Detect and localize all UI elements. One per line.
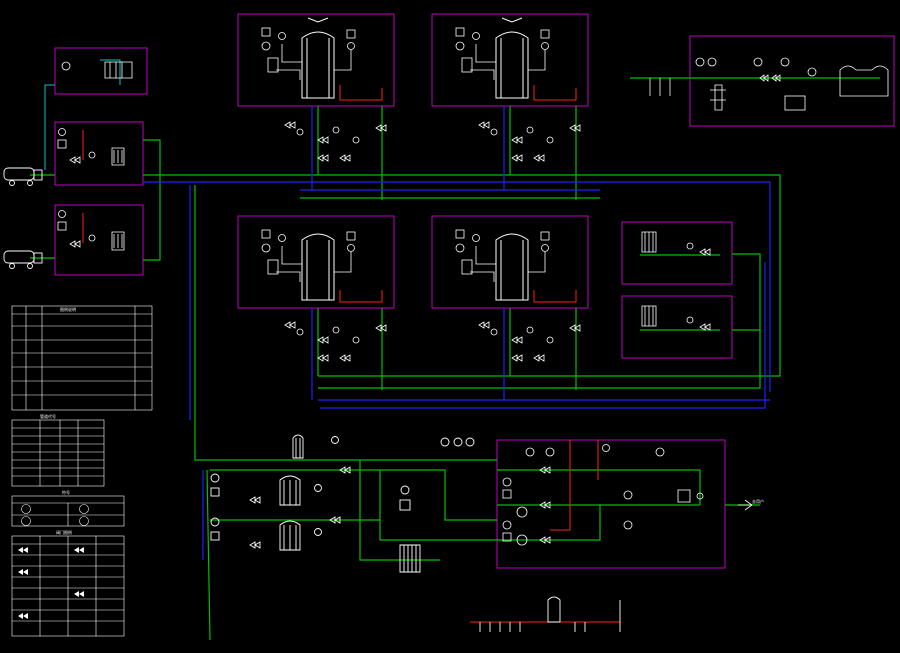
tank1-instruments [261,27,356,80]
trailer-station-2-frame [54,204,144,276]
trailers [3,167,43,269]
station-internals [57,61,133,251]
water-bath-heater [399,544,421,573]
symbol-box-title: 符号 [62,489,70,495]
valve-table-title: 阀门图例 [56,529,72,535]
vaporizer-units [641,231,711,331]
legend-table-title: 图例说明 [60,306,76,312]
vaporizer-feed-1 [318,253,761,389]
instrument-air-system [649,57,889,111]
abbreviation-table-title: 管道代号 [40,413,56,419]
vaporizer-skid-1-frame [621,221,733,285]
unload-cyan-line [44,84,55,170]
legend-table [11,305,153,411]
tank-inner-walls [306,38,524,300]
gas-lines [143,106,771,560]
bog-heater [292,434,304,459]
tank-vent-tops [307,17,523,23]
unload-cabinet-frame [54,47,148,95]
unloading-lines [44,59,121,170]
tank1-ppr [339,85,383,101]
cabinet-link [100,59,121,85]
instrument-air-frame [689,35,895,127]
bog-header-1 [143,181,771,392]
eag-heater-1 [279,475,301,506]
buffer-tank [547,596,561,623]
abbreviation-table [11,419,105,487]
skid-heater [550,440,571,531]
regulating-skid-internals [502,444,753,546]
tank2-instruments [455,27,550,80]
storage-tank-1 [301,31,335,99]
station-bus [143,139,161,261]
storage-tanks [301,17,529,301]
tank4-instruments [455,229,550,282]
heater-line [210,469,497,541]
tank3-instruments [261,229,356,282]
storage-tank-3 [301,233,335,301]
legend-tables [11,305,153,637]
process-lines [30,77,880,641]
trailer-1 [3,167,43,186]
vaporizer-1 [641,231,657,253]
air-compressor [839,65,889,97]
odorizer-line [359,460,440,561]
tank2-valves [478,121,581,162]
pressure-regulating-skid-frame [496,439,726,569]
storage-tank-3-frame [237,215,395,309]
eag-heater-2 [279,520,301,551]
vaporizer-2 [641,305,657,327]
tank-valve-clusters [284,121,581,362]
main-liquid-header [143,174,781,377]
bypass-line [380,469,497,521]
tank3-valves [284,321,387,362]
lower-equipment [210,434,621,632]
vaporizer-skid-2-frame [621,295,733,359]
equipment-frames [54,13,895,569]
storage-tank-4 [495,233,529,301]
tank2-ppr [533,85,577,101]
storage-tank-1-frame [237,13,395,107]
bog-branch [206,469,211,641]
tank4-valves [478,321,581,362]
trailer-station-1-frame [54,121,144,186]
bog-lower-header-2 [320,262,766,409]
tank-instruments [261,27,550,282]
storage-tank-2 [495,31,529,99]
outlet-label: 去用户 [752,498,764,504]
tank1-valves [284,121,387,162]
outlet-header [194,185,497,461]
trailer-2 [3,250,43,269]
tank4-ppr [533,290,577,303]
tank3-ppr [339,290,383,303]
heater-lines [82,85,620,623]
skid-run-3 [497,505,601,541]
